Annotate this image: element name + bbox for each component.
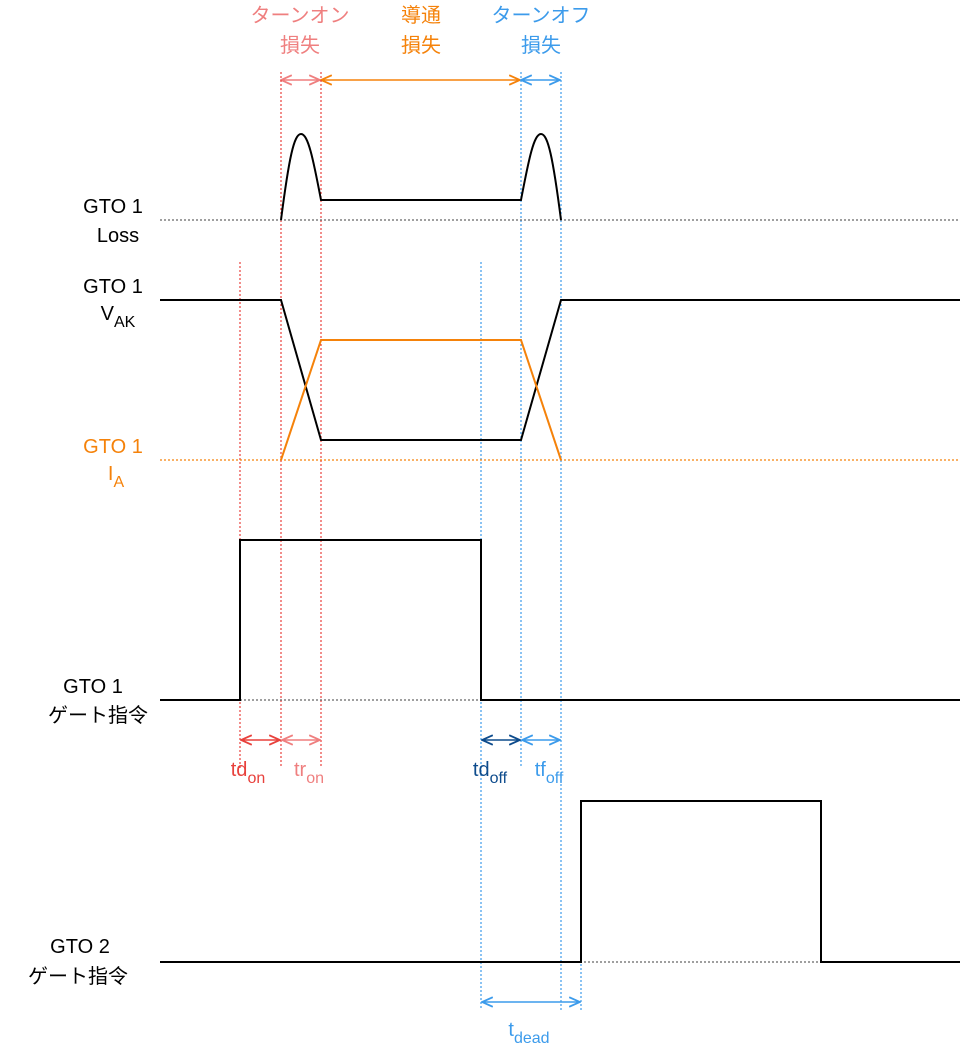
gto1-vak-waveform <box>160 299 960 441</box>
ia-sub: A <box>113 474 124 491</box>
gto1-ia-waveform <box>280 339 562 461</box>
gto1-ia-label-2: IA <box>108 463 125 491</box>
td-on-label: tdon <box>231 759 265 787</box>
gto1-loss-waveform <box>280 132 562 221</box>
turn-on-loss-label-2: 損失 <box>280 34 320 57</box>
gto1-vak-label: GTO 1 <box>83 276 143 298</box>
tr-on-sub: on <box>306 770 324 787</box>
timing-labels: tdon tron tdoff tfoff tdead <box>231 759 564 1047</box>
gto1-gate-label-2: ゲート指令 <box>48 704 148 727</box>
vak-base: V <box>101 303 115 325</box>
timing-arrows <box>241 740 580 1002</box>
gto1-loss-label-2: Loss <box>97 225 139 247</box>
conduction-loss-label-2: 損失 <box>401 34 441 57</box>
turn-on-loss-label: ターンオン <box>251 4 350 27</box>
signal-labels: GTO 1 Loss GTO 1 VAK GTO 1 IA GTO 1 ゲート指… <box>28 196 148 988</box>
vak-sub: AK <box>114 314 136 331</box>
gto1-vak-label-2: VAK <box>101 303 136 331</box>
gto1-gate-label: GTO 1 <box>63 676 123 698</box>
td-on-sub: on <box>247 770 265 787</box>
tr-on-label: tron <box>294 759 324 787</box>
turn-off-loss-label: ターンオフ <box>492 4 591 27</box>
turn-off-loss-label-2: 損失 <box>521 34 561 57</box>
baselines <box>160 219 960 963</box>
tf-off-sub: off <box>546 770 564 787</box>
td-on-base: td <box>231 759 248 781</box>
gto1-loss-label: GTO 1 <box>83 196 143 218</box>
td-off-sub: off <box>490 770 508 787</box>
t-dead-base: t <box>508 1019 514 1041</box>
gto1-gate-waveform <box>160 539 960 701</box>
gto2-gate-label-2: ゲート指令 <box>28 965 128 988</box>
td-off-base: td <box>473 759 490 781</box>
gto1-ia-label: GTO 1 <box>83 436 143 458</box>
td-off-label: tdoff <box>473 759 508 787</box>
gto2-gate-label: GTO 2 <box>50 936 110 958</box>
region-labels: ターンオン 損失 導通 損失 ターンオフ 損失 <box>251 4 591 57</box>
tf-off-base: tf <box>535 759 547 781</box>
tf-off-label: tfoff <box>535 759 564 787</box>
t-dead-sub: dead <box>514 1030 550 1047</box>
tr-on-base: tr <box>294 759 307 781</box>
t-dead-label: tdead <box>508 1019 549 1047</box>
conduction-loss-label: 導通 <box>401 4 441 27</box>
ia-base: I <box>108 463 114 485</box>
gto2-gate-waveform <box>160 800 960 963</box>
